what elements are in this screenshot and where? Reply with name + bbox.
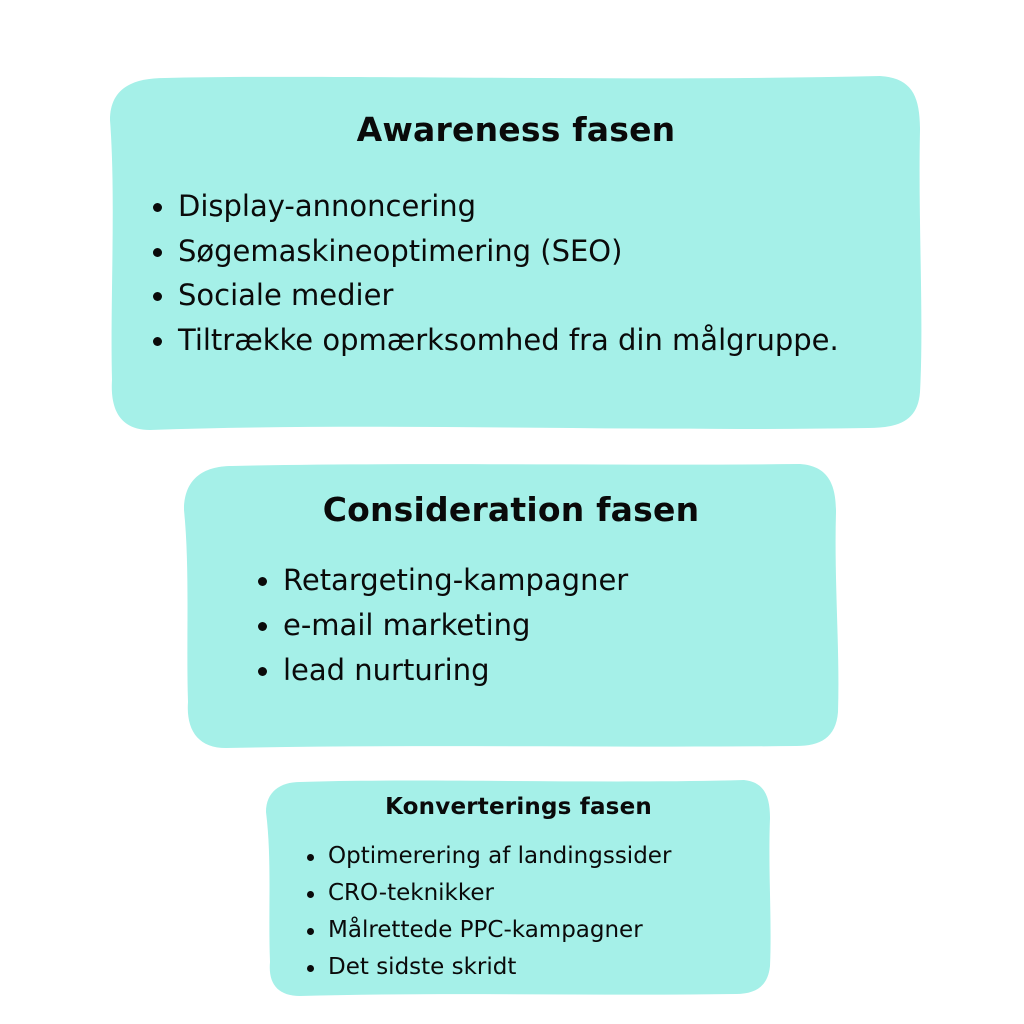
list-item: Det sidste skridt (306, 949, 671, 986)
list-item: Sociale medier (153, 273, 839, 318)
list-item: Optimerering af landingssider (306, 838, 671, 875)
list-item: e-mail marketing (257, 603, 628, 648)
consideration-phase-title: Consideration fasen (322, 490, 700, 529)
list-item: Tiltrække opmærksomhed fra din målgruppe… (153, 318, 839, 363)
awareness-phase-box: Awareness fasen Display-annoncering Søge… (110, 80, 922, 430)
list-item: Retargeting-kampagner (257, 558, 628, 603)
consideration-phase-box: Consideration fasen Retargeting-kampagne… (183, 463, 839, 749)
list-item: Søgemaskineoptimering (SEO) (153, 229, 839, 274)
consideration-phase-list: Retargeting-kampagner e-mail marketing l… (257, 558, 628, 693)
awareness-phase-title: Awareness fasen (356, 110, 676, 149)
konverterings-phase-box: Konverterings fasen Optimerering af land… (266, 780, 771, 995)
konverterings-phase-title: Konverterings fasen (385, 794, 652, 820)
list-item: CRO-teknikker (306, 875, 671, 912)
list-item: lead nurturing (257, 648, 628, 693)
list-item: Display-annoncering (153, 184, 839, 229)
konverterings-phase-list: Optimerering af landingssider CRO-teknik… (306, 838, 671, 986)
awareness-phase-list: Display-annoncering Søgemaskineoptimerin… (153, 184, 839, 363)
list-item: Målrettede PPC-kampagner (306, 912, 671, 949)
